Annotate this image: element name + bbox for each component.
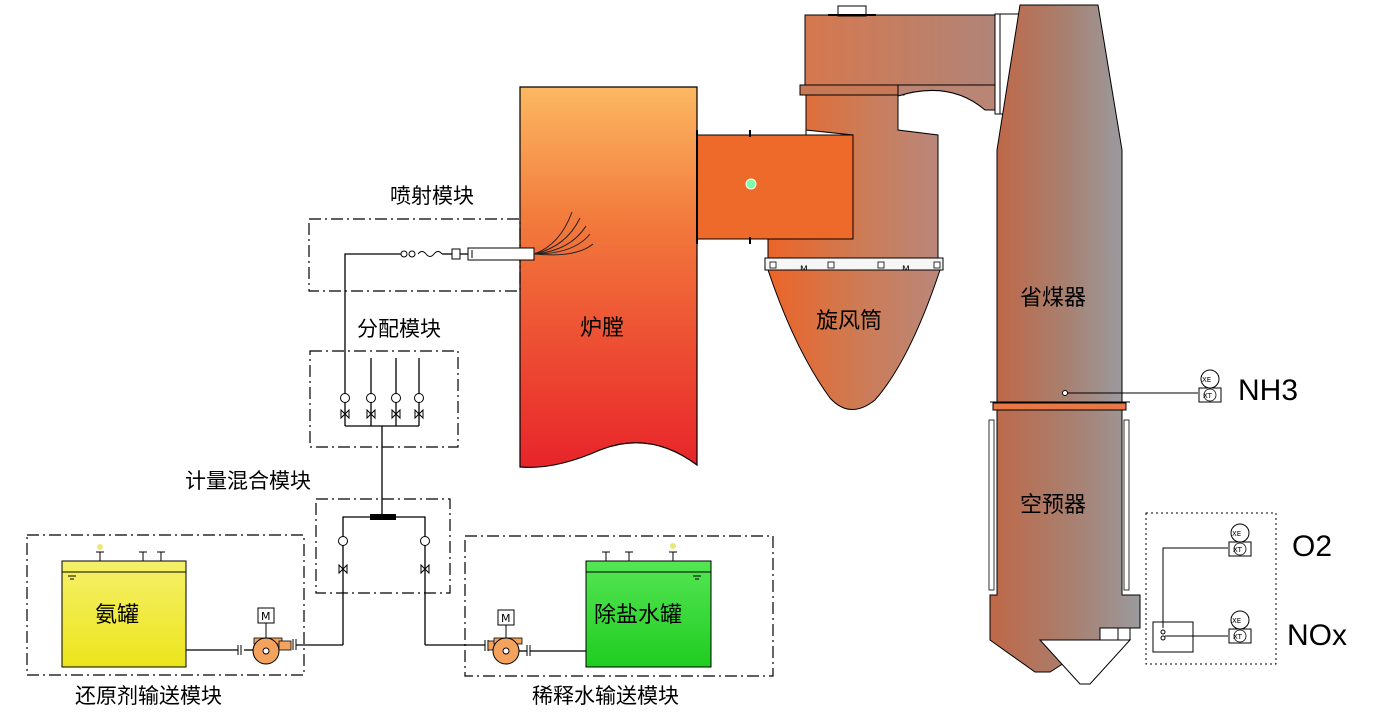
svg-text:XT: XT <box>1233 633 1243 641</box>
metering-mixing-module: 计量混合模块 <box>185 469 451 645</box>
distribution-module-label: 分配模块 <box>357 317 441 341</box>
demin-tank-label: 除盐水罐 <box>594 603 682 628</box>
injection-module: 喷射模块 <box>308 184 594 389</box>
ammonia-tank-label: 氨罐 <box>95 603 139 628</box>
svg-text:XE: XE <box>1232 617 1241 625</box>
reductant-module: 还原剂输送模块 氨罐 M <box>26 534 343 708</box>
o2-label: O2 <box>1292 530 1332 563</box>
air-preheater-label: 空预器 <box>1020 493 1086 518</box>
nh3-label: NH3 <box>1238 374 1298 407</box>
demin-water-tank: 除盐水罐 <box>585 543 712 668</box>
furnace-label: 炉膛 <box>580 316 624 341</box>
dilution-pump: M <box>484 609 531 665</box>
injection-module-label: 喷射模块 <box>390 184 474 208</box>
outlet-analyzers: XE XT O2 XE XT NOx <box>1145 512 1347 665</box>
distribution-module: 分配模块 <box>309 317 459 517</box>
svg-text:XT: XT <box>1203 392 1213 400</box>
svg-text:XE: XE <box>1202 376 1211 384</box>
furnace-body <box>519 86 698 468</box>
svg-text:XE: XE <box>1232 530 1241 538</box>
svg-text:M: M <box>261 610 271 623</box>
economizer-label: 省煤器 <box>1020 286 1086 311</box>
sight-glass-indicator <box>745 178 757 190</box>
svg-text:XT: XT <box>1233 546 1243 554</box>
cyclone-label: 旋风筒 <box>816 309 882 334</box>
cyclone: M M 旋风筒 <box>764 5 1021 410</box>
reductant-module-label: 还原剂输送模块 <box>75 684 222 708</box>
nox-label: NOx <box>1287 619 1347 652</box>
dilution-module-label: 稀释水输送模块 <box>532 684 679 708</box>
ammonia-tank: 氨罐 <box>61 544 187 668</box>
nh3-analyzer: XE XT NH3 <box>1062 369 1298 407</box>
svg-text:M: M <box>501 612 511 625</box>
metering-module-label: 计量混合模块 <box>185 469 311 493</box>
furnace: 炉膛 <box>519 86 698 468</box>
ammonia-pump: M <box>244 607 297 665</box>
dilution-module: 稀释水输送模块 M 除盐水罐 <box>425 535 774 708</box>
back-pass-tower: 省煤器 空预器 <box>988 4 1141 685</box>
outlet-duct <box>696 130 854 244</box>
